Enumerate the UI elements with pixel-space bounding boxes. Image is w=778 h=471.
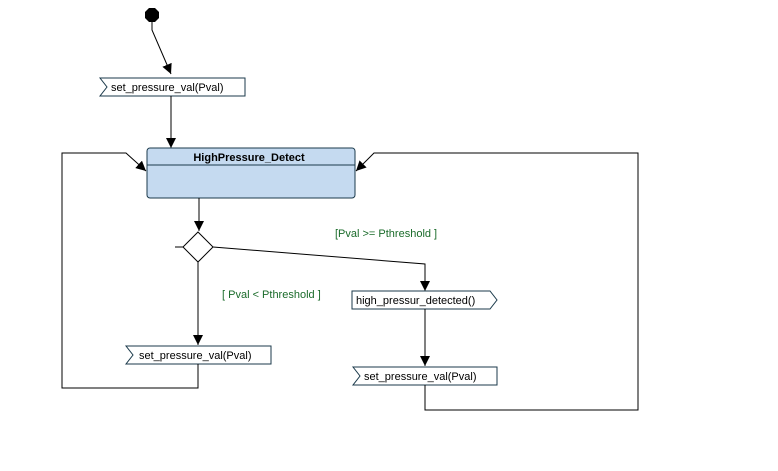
state-highpressure-detect[interactable]: HighPressure_Detect (146, 147, 356, 199)
receive-signal-left-label: set_pressure_val(Pval) (139, 350, 252, 362)
edge-decision-to-send (212, 246, 430, 291)
initial-node[interactable] (145, 8, 159, 22)
edge-initial-to-receive (151, 22, 172, 75)
edge-loop-right (355, 152, 639, 411)
edge-loop-left (61, 152, 199, 389)
state-title: HighPressure_Detect (193, 152, 305, 164)
send-signal-detected-label: high_pressur_detected() (356, 295, 475, 307)
guard-high: [Pval >= Pthreshold ] (335, 228, 437, 240)
receive-signal-top[interactable]: set_pressure_val(Pval) (98, 77, 246, 97)
send-signal-detected[interactable]: high_pressur_detected() (351, 290, 498, 310)
receive-signal-left[interactable]: set_pressure_val(Pval) (124, 345, 272, 365)
receive-signal-top-label: set_pressure_val(Pval) (111, 82, 224, 94)
decision-node[interactable] (182, 231, 214, 263)
guard-low: [ Pval < Pthreshold ] (222, 289, 321, 301)
receive-signal-right[interactable]: set_pressure_val(Pval) (351, 366, 498, 386)
receive-signal-right-label: set_pressure_val(Pval) (364, 371, 477, 383)
